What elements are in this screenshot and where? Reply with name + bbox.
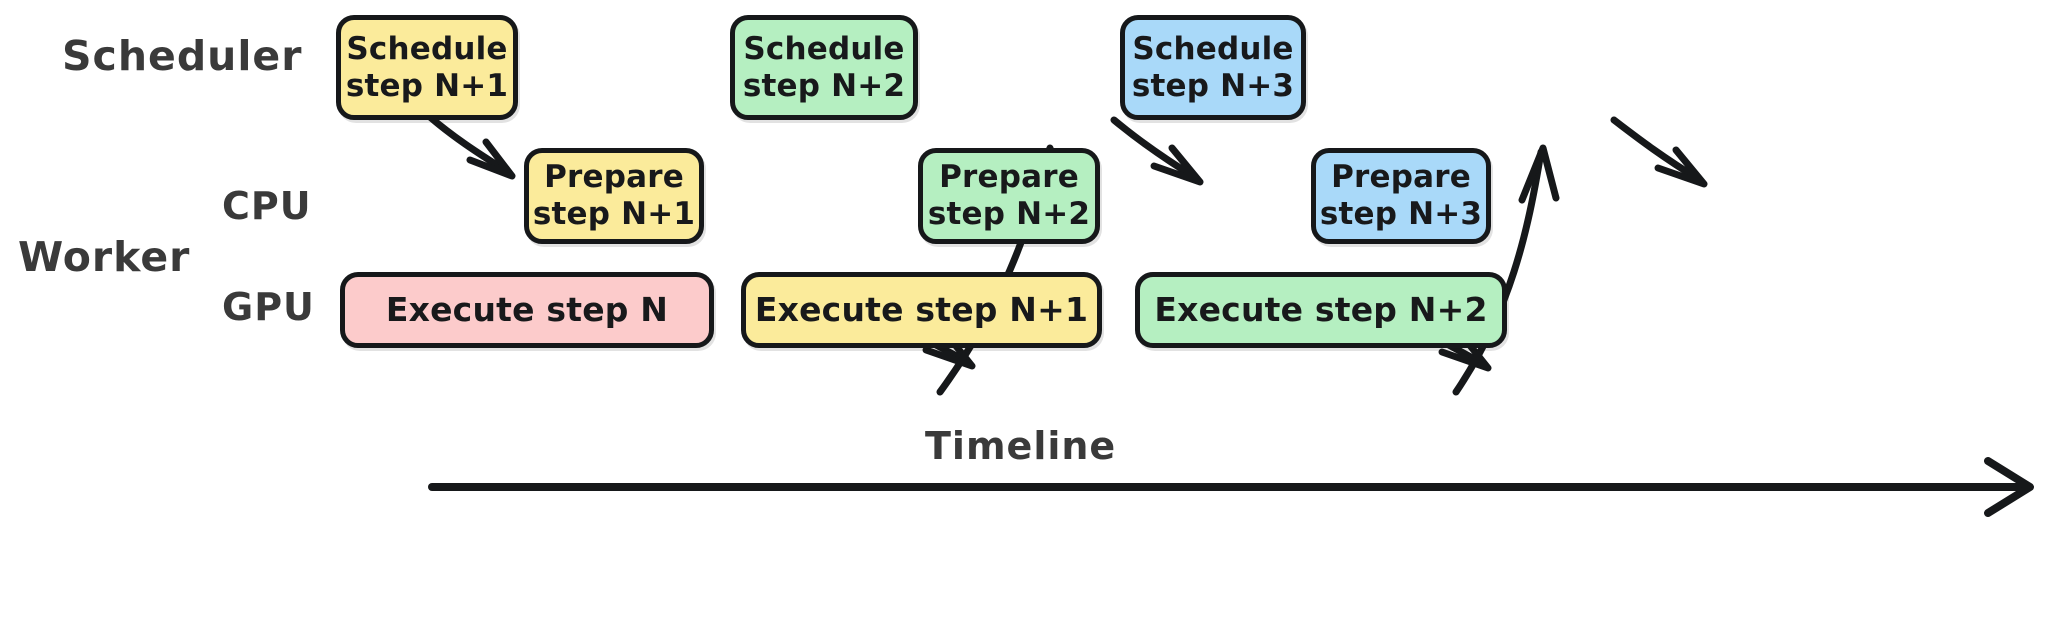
- lane-label-worker: Worker: [18, 233, 191, 281]
- node-line-2: step N+1: [345, 67, 509, 104]
- node-line-1: Schedule: [743, 30, 905, 67]
- lane-label-gpu: GPU: [222, 285, 315, 329]
- lane-label-cpu: CPU: [222, 184, 312, 228]
- node-schedule-step-n2[interactable]: Schedule step N+2: [730, 15, 918, 120]
- node-prepare-step-n1[interactable]: Prepare step N+1: [524, 148, 704, 244]
- node-line-1: Prepare: [544, 159, 684, 196]
- node-line-1: Schedule: [346, 30, 508, 67]
- node-execute-step-n2[interactable]: Execute step N+2: [1135, 272, 1507, 348]
- timeline-axis-label: Timeline: [925, 424, 1117, 468]
- node-line-2: step N+2: [927, 196, 1091, 232]
- node-line-2: step N+2: [742, 67, 906, 104]
- node-schedule-step-n1[interactable]: Schedule step N+1: [336, 15, 518, 120]
- node-line-1: Prepare: [1331, 159, 1471, 196]
- arrow-schedule-n1-to-prepare-n1: [426, 113, 516, 180]
- node-label: Execute step N+2: [1154, 289, 1488, 329]
- node-prepare-step-n2[interactable]: Prepare step N+2: [918, 148, 1100, 244]
- node-line-2: step N+3: [1319, 196, 1483, 232]
- node-line-2: step N+1: [532, 196, 696, 232]
- node-prepare-step-n3[interactable]: Prepare step N+3: [1311, 148, 1491, 244]
- node-execute-step-n[interactable]: Execute step N: [340, 272, 714, 348]
- node-schedule-step-n3[interactable]: Schedule step N+3: [1120, 15, 1306, 120]
- node-line-1: Schedule: [1132, 30, 1294, 67]
- arrow-schedule-n3-to-prepare-n3: [1610, 116, 1708, 188]
- node-execute-step-n1[interactable]: Execute step N+1: [741, 272, 1102, 348]
- node-label: Execute step N: [385, 289, 669, 329]
- node-line-2: step N+3: [1131, 67, 1295, 104]
- arrow-schedule-n2-to-prepare-n2: [1110, 116, 1204, 186]
- lane-label-scheduler: Scheduler: [62, 32, 303, 80]
- node-line-1: Prepare: [939, 159, 1079, 196]
- node-label: Execute step N+1: [754, 289, 1089, 329]
- timeline-axis: [428, 457, 2034, 517]
